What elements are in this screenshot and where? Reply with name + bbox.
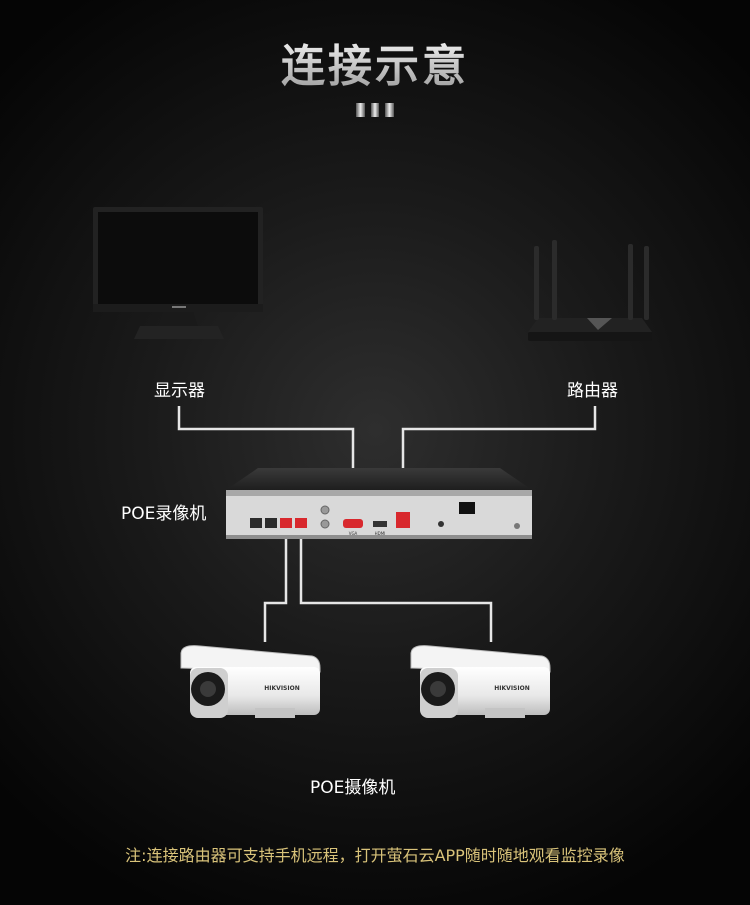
nvr-device: VGA HDMI xyxy=(226,468,532,539)
router-label: 路由器 xyxy=(567,381,618,401)
line-nvr-to-camera-1 xyxy=(263,528,288,642)
title-decoration xyxy=(356,103,395,117)
router-device xyxy=(528,240,652,341)
camera-label: POE摄像机 xyxy=(310,778,396,798)
line-nvr-to-camera-2 xyxy=(299,528,493,642)
nvr-vga-label: VGA xyxy=(349,531,358,536)
nvr-hdmi-label: HDMI xyxy=(375,531,386,536)
page-title: 连接示意 xyxy=(0,30,750,94)
camera-1-brand: HIKVISION xyxy=(264,685,299,692)
nvr-hdmi-port xyxy=(373,521,387,527)
nvr-label: POE录像机 xyxy=(121,504,207,524)
monitor-device xyxy=(93,207,263,339)
nvr-poe-ports xyxy=(250,518,307,528)
footnote: 注:连接路由器可支持手机远程，打开萤石云APP随时随地观看监控录像 xyxy=(125,846,625,865)
nvr-lan-port xyxy=(396,512,410,528)
camera-1-device: HIKVISION xyxy=(180,645,321,718)
camera-2-brand: HIKVISION xyxy=(494,685,529,692)
monitor-label: 显示器 xyxy=(154,381,205,401)
camera-2-device: HIKVISION xyxy=(410,645,551,718)
nvr-vga-port xyxy=(343,519,363,528)
